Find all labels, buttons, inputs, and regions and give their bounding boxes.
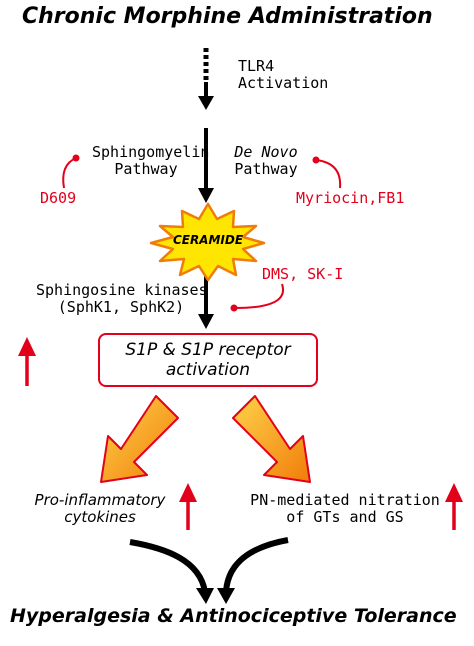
myriocin-inhibition-line: [312, 156, 342, 189]
myriocin-inhibitor-label: Myriocin,FB1: [296, 189, 405, 207]
dms-inhibition-line: [230, 283, 285, 312]
outcome-label: Hyperalgesia & Antinociceptive Tolerance: [10, 605, 457, 627]
cytokines-label: Pro-inflammatory cytokines: [20, 491, 180, 527]
nitration-label-line2: of GTs and GS: [286, 508, 404, 527]
right-converging-arrow: [217, 537, 289, 604]
d609-inhibitor-label: D609: [40, 189, 77, 207]
sphk-label-line2: (SphK1, SphK2): [57, 298, 185, 317]
cytokines-label-line2: cytokines: [64, 508, 136, 527]
pathway-to-ceramide-arrow: [198, 128, 214, 203]
s1p-receptor-box: S1P & S1P receptor activation: [98, 333, 318, 387]
tlr4-label: TLR4 Activation: [238, 57, 329, 93]
left-orange-arrow: [100, 395, 179, 483]
de-novo-pathway-label: De Novo Pathway: [226, 143, 306, 179]
cytokines-label-line1: Pro-inflammatory: [34, 491, 166, 509]
tlr4-label-line2: Activation: [238, 74, 329, 93]
ceramide-label: CERAMIDE: [172, 233, 244, 247]
de-novo-label-line1: De Novo: [234, 143, 298, 161]
cytokines-increase-arrow: [179, 483, 197, 530]
s1p-box-line1: S1P & S1P receptor: [125, 339, 291, 360]
right-orange-arrow: [232, 395, 311, 483]
sphk-label-line1: Sphingosine kinases: [36, 281, 208, 299]
dms-inhibitor-label: DMS, SK-I: [262, 265, 344, 283]
page-title: Chronic Morphine Administration: [22, 4, 433, 29]
s1p-box-line2: activation: [165, 360, 251, 380]
sphingomyelin-label-line2: Pathway: [114, 160, 178, 179]
s1p-increase-arrow: [18, 337, 36, 386]
d609-inhibition-line: [62, 154, 80, 189]
sphingomyelin-label-line1: Sphingomyelin: [92, 143, 210, 161]
nitration-label-line1: PN-mediated nitration: [250, 491, 440, 509]
tlr4-dashed-arrow: [198, 48, 214, 110]
sphingosine-kinases-label: Sphingosine kinases (SphK1, SphK2): [36, 281, 208, 317]
tlr4-label-line1: TLR4: [238, 57, 275, 75]
sphingomyelin-pathway-label: Sphingomyelin Pathway: [92, 143, 210, 179]
nitration-increase-arrow: [445, 483, 463, 530]
de-novo-label-line2: Pathway: [234, 160, 298, 179]
ceramide-starburst-shape: [149, 202, 266, 282]
nitration-label: PN-mediated nitration of GTs and GS: [244, 491, 446, 527]
left-converging-arrow: [129, 539, 214, 604]
